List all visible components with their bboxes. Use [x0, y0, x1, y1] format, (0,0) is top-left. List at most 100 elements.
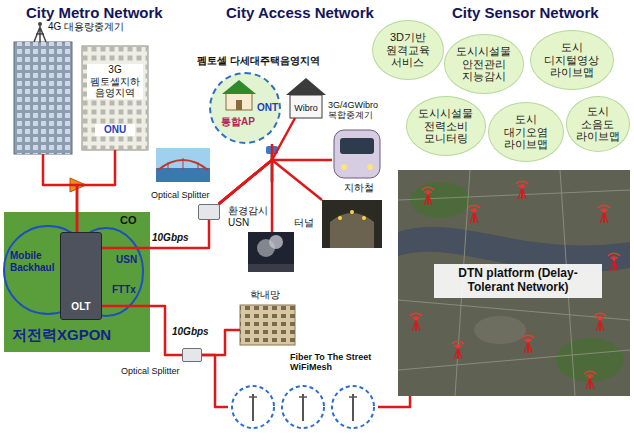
subway-train-icon [367, 164, 373, 170]
usn-photo-image [269, 235, 283, 249]
campus-building-image [240, 305, 295, 345]
node-text: Wibro [288, 103, 324, 113]
subway-train-icon [340, 138, 374, 154]
section-heading: City Metro Network [26, 4, 163, 21]
tunnel-photo-image [322, 200, 382, 248]
fiber-link [77, 150, 115, 232]
subway-train: 3G/4GWibro 복합중계기지하철 [332, 128, 382, 180]
office-building [82, 46, 148, 150]
co-panel-ground [4, 212, 150, 352]
campus-building-image [240, 305, 295, 345]
node-text: Optical Splitter [121, 366, 180, 376]
node-text: Optical Splitter [151, 190, 210, 200]
city-map-photo [410, 313, 422, 331]
city-map-photo [608, 253, 620, 271]
tunnel-photo-image [322, 200, 382, 248]
fiber-link [219, 160, 272, 232]
subway-train-icon [341, 164, 347, 170]
city-map-photo [584, 371, 596, 389]
city-map-photo [452, 341, 464, 359]
city-map-photo [398, 170, 630, 396]
service-bubble: 도시시설물 전력소비 모니터링 [406, 96, 486, 156]
section-heading: City Access Network [226, 4, 374, 21]
cellular-tower-building [34, 24, 46, 42]
bridge-photo [156, 148, 210, 182]
olt-device: OLT [60, 232, 102, 320]
city-map-photo [422, 187, 434, 205]
fiber-link [378, 396, 410, 407]
fiber-link [202, 355, 228, 407]
campus-building: 학내망 [240, 305, 295, 345]
wifi-mesh-cells [253, 394, 353, 421]
onu-building: 3G 펨토셀지하 음영지역ONU [82, 46, 148, 150]
wibro-house-icon [286, 78, 326, 95]
node-text: 3G/4GWibro 복합중계기 [328, 100, 398, 121]
fiber-link [102, 220, 209, 248]
network-label: FTTx [112, 284, 136, 296]
network-label: USN [116, 254, 137, 266]
campus-building-image [240, 305, 295, 345]
apartment-house [222, 80, 256, 94]
wibro-house: Wibro [288, 78, 324, 118]
optical-splitter: Optical Splitter [182, 348, 202, 362]
network-label: Mobile Backhaul [10, 250, 60, 273]
node-text: 펨토셀 다세대주택음영지역 [197, 55, 320, 67]
apartment-house [226, 93, 252, 110]
tunnel-photo-image [362, 216, 366, 220]
dtn-map: DTN platform (Delay-Tolerant Network) [398, 170, 630, 396]
city-map-photo [468, 205, 480, 223]
city-map-photo [522, 335, 534, 353]
fiber-link [219, 160, 332, 204]
co-panel-ground [4, 212, 150, 352]
fiber-link [219, 144, 272, 204]
femtocell-zone: 펨토셀 다세대주택음영지역통합APONT [209, 72, 281, 144]
node-text: 3G 펨토셀지하 음영지역 [87, 64, 143, 99]
node-text: 도시시설물 전력소비 모니터링 [417, 107, 475, 145]
cellular-tower-building [14, 42, 72, 154]
node-text: 통합AP [221, 116, 255, 128]
node-text: Fiber To The Street WiFiMesh [290, 352, 396, 373]
bridge-photo [168, 158, 198, 170]
city-map-photo [474, 316, 526, 344]
section-heading: City Sensor Network [452, 4, 599, 21]
office-building [82, 46, 148, 150]
usn-photo-image [248, 232, 294, 272]
node-text: 터널 [294, 217, 314, 229]
city-map-photo [398, 170, 630, 396]
wifi-mesh: Fiber To The Street WiFiMesh [228, 385, 378, 429]
node-text: DTN platform (Delay-Tolerant Network) [434, 264, 602, 298]
city-map-photo [598, 205, 610, 223]
node-text: 도시시설물 안전관리 지능감시 [455, 45, 513, 83]
usn-photo: 환경감시 USN [248, 232, 294, 272]
optical-splitter: Optical Splitter [198, 204, 220, 220]
node-text: 도시 소음도 라이브맵 [575, 105, 621, 143]
fiber-link [219, 160, 322, 204]
link-speed-label: 10Gbps [170, 326, 211, 338]
wibro-house-icon [286, 78, 326, 118]
node-text: ONT [257, 102, 278, 114]
link-speed-label: 10Gbps [150, 232, 191, 244]
apartment-house [210, 73, 280, 143]
service-bubble: 도시 소음도 라이브맵 [566, 96, 630, 152]
apartment-house [236, 100, 242, 110]
node-text: 학내망 [250, 289, 280, 301]
node-text: 도시 대기오염 라이브맵 [499, 113, 554, 151]
tunnel-photo-image [330, 213, 374, 248]
city-map-photo [516, 181, 528, 199]
usn-photo-image [248, 264, 294, 272]
tower-building: 4G 대용량중계기 [14, 42, 72, 154]
usn-photo-image [248, 232, 294, 272]
wifi-mesh-cells [232, 386, 374, 428]
fiber-link [43, 154, 77, 232]
apartment-house [210, 73, 280, 143]
node-text: 환경감시 USN [228, 205, 272, 228]
node-text: OLT [61, 301, 101, 313]
city-map-photo [594, 313, 606, 331]
service-bubble: 도시 대기오염 라이브맵 [488, 102, 564, 162]
cellular-tower-building [38, 22, 42, 26]
node-text: 4G 대용량중계기 [48, 21, 124, 33]
bridge-photo [156, 168, 210, 182]
cellular-tower-building [14, 22, 72, 154]
